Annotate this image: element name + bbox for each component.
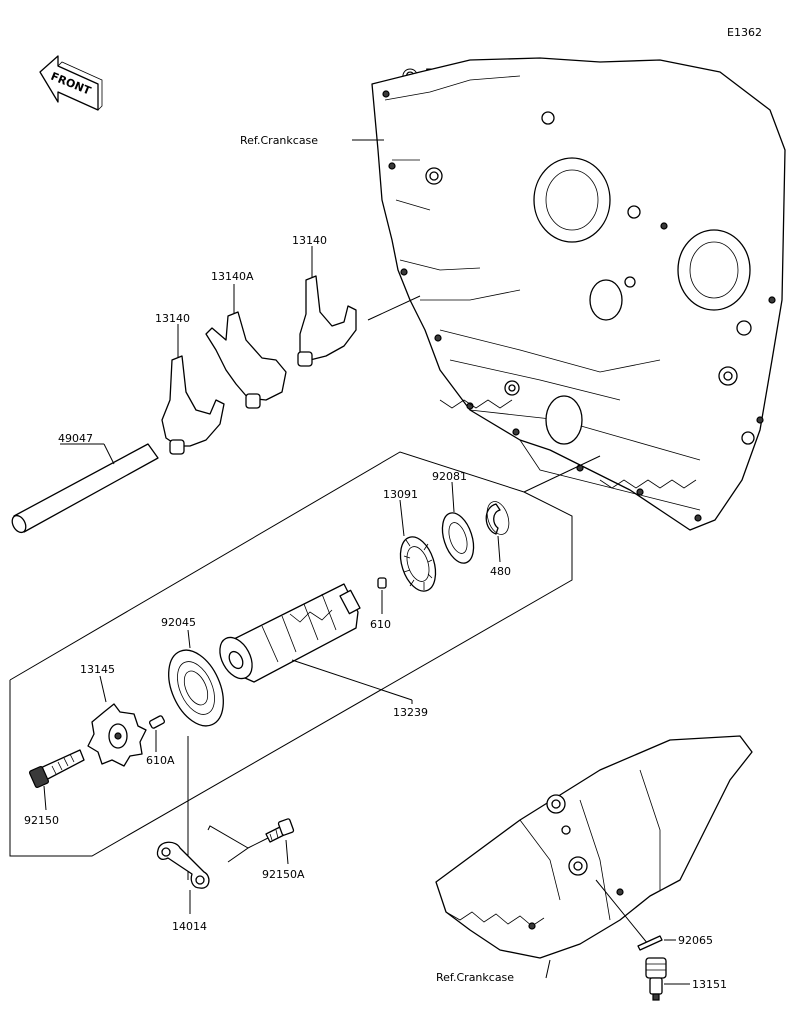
part-92150-label: 92150 — [24, 814, 59, 827]
part-13145-label: 13145 — [80, 663, 115, 676]
shift-fork-13140-left — [161, 324, 225, 455]
part-92081-label: 92081 — [432, 470, 467, 483]
washer-92065 — [637, 935, 676, 951]
part-92150a-label: 92150A — [262, 868, 305, 881]
shift-fork-13140a — [205, 284, 287, 409]
shift-drum-13239 — [219, 583, 413, 704]
part-13140a-label: 13140A — [211, 270, 254, 283]
washer-92081 — [441, 481, 475, 564]
part-13140-right-label: 13140 — [292, 234, 327, 247]
bolt-92150a — [207, 818, 295, 865]
crankcase-lower — [435, 735, 753, 959]
pin-610a — [148, 715, 166, 752]
pin-610 — [377, 577, 387, 614]
shift-cam-13145 — [87, 675, 147, 767]
part-13151-label: 13151 — [692, 978, 727, 991]
part-49047-label: 49047 — [58, 432, 93, 445]
front-arrow-icon: FRONT — [39, 55, 103, 111]
part-92065-label: 92065 — [678, 934, 713, 947]
ref-crankcase-top-label: Ref.Crankcase — [240, 134, 318, 147]
part-610-label: 610 — [370, 618, 391, 631]
shift-fork-13140-right — [297, 246, 421, 367]
shift-fork-shaft-49047 — [11, 443, 159, 534]
ref-crankcase-bottom-label: Ref.Crankcase — [436, 971, 514, 984]
part-14014-label: 14014 — [172, 920, 207, 933]
part-92045-label: 92045 — [161, 616, 196, 629]
crankcase-upper — [371, 57, 786, 531]
part-480-label: 480 — [490, 565, 511, 578]
bolt-92150 — [28, 749, 85, 811]
diagram-code: E1362 — [727, 26, 762, 39]
drum-plate-13091 — [399, 499, 437, 592]
part-13140-left-label: 13140 — [155, 312, 190, 325]
neutral-switch-13151 — [645, 957, 690, 1001]
circlip-480 — [485, 501, 510, 563]
part-610a-label: 610A — [146, 754, 175, 767]
part-13239-label: 13239 — [393, 706, 428, 719]
group-bracket — [9, 491, 573, 857]
part-13091-label: 13091 — [383, 488, 418, 501]
lever-14014 — [156, 841, 210, 914]
